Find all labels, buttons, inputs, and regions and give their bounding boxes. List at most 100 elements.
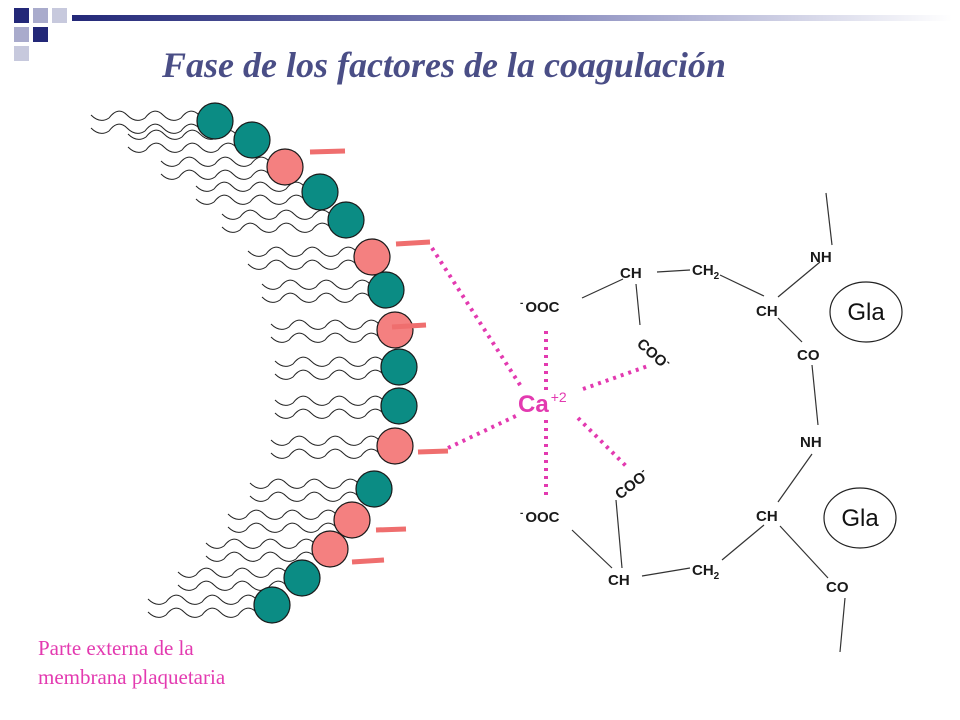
lipid-tail	[221, 222, 331, 233]
deco-square	[14, 27, 29, 42]
bond-line	[777, 453, 813, 503]
lipid-tail	[274, 395, 384, 406]
phospholipid-head-negative	[333, 501, 371, 539]
lipid-tail	[274, 408, 384, 419]
phospholipid-head-negative	[376, 311, 414, 349]
lipid-tails	[90, 110, 384, 618]
phospholipid-head-neutral	[367, 271, 405, 309]
carboxylate-upper-right: COO-	[633, 335, 673, 373]
lipid-tail	[270, 332, 380, 343]
deco-square	[33, 8, 48, 23]
gla-ellipse-upper	[829, 281, 903, 343]
negative-charge-marks	[309, 148, 449, 565]
negative-charge-mark	[375, 526, 407, 533]
bond-line	[635, 283, 641, 326]
negative-charge-mark	[391, 322, 427, 330]
deco-square	[14, 8, 29, 23]
residue-labels: NH CH CH2 CH CO NH CH CH2 CH CO -OOC -OO…	[520, 249, 849, 596]
residue-ch-right-top: CH	[756, 303, 778, 320]
bond-membrane-upper	[430, 246, 524, 390]
lipid-tail	[147, 594, 257, 605]
phospholipid-head-neutral	[196, 102, 234, 140]
deco-square	[52, 8, 67, 23]
lipid-tail	[177, 567, 287, 578]
residue-nh-top: NH	[810, 249, 832, 266]
phospholipid-head-neutral	[380, 348, 418, 386]
bond-line	[721, 524, 765, 561]
lipid-tail	[247, 259, 357, 270]
carboxylate-upper-left-charge: -	[520, 298, 523, 309]
lipid-tail	[147, 607, 257, 618]
lipid-tail	[249, 478, 359, 489]
phospholipid-head-neutral	[355, 470, 393, 508]
lipid-tail	[227, 509, 337, 520]
bond-line	[825, 192, 833, 246]
phospholipid-head-neutral	[233, 121, 271, 159]
negative-charge-mark	[351, 557, 385, 565]
bond-line	[641, 567, 691, 577]
lipid-tail	[195, 194, 305, 205]
gla-ellipse-lower	[823, 487, 897, 549]
residue-ch2-bottom-base: CH	[692, 562, 714, 579]
residue-ch-top: CH	[620, 265, 642, 282]
lipid-tail	[195, 181, 305, 192]
lipid-tail	[274, 356, 384, 367]
calcium-charge: +2	[551, 389, 567, 405]
lipid-tail	[90, 110, 200, 121]
phospholipid-head-negative	[311, 530, 349, 568]
carboxylate-upper-left-text: OOC	[525, 299, 559, 316]
lipid-tail	[261, 292, 371, 303]
calcium-symbol: Ca	[518, 391, 549, 418]
gla-label-lower: Gla	[841, 505, 879, 532]
membrane-caption-line-2: membrana plaquetaria	[38, 665, 226, 689]
carboxylate-lower-left: -OOC	[520, 508, 560, 526]
carboxylate-lower-right: COO-	[611, 466, 652, 503]
bond-line	[839, 597, 846, 653]
phospholipid-head-neutral	[301, 173, 339, 211]
residue-ch2-bottom-subscript: 2	[714, 571, 720, 582]
deco-gradient-bar	[72, 15, 952, 21]
gla-label-upper: Gla	[847, 299, 885, 326]
bond-line	[777, 317, 803, 343]
bond-membrane-lower	[447, 412, 521, 450]
lipid-tail	[90, 123, 200, 134]
residue-ch-right-bottom: CH	[756, 508, 778, 525]
residue-co-top: CO	[797, 347, 820, 364]
deco-square	[14, 46, 29, 61]
bond-coo-upper	[582, 364, 649, 391]
page-title: Fase de los factores de la coagulación	[162, 45, 726, 85]
residue-nh-mid: NH	[800, 434, 822, 451]
lipid-tail	[127, 142, 237, 153]
residue-ch2-top-subscript: 2	[714, 271, 720, 282]
bond-line	[656, 269, 691, 273]
membrane-caption: Parte externa de la membrana plaquetaria	[38, 634, 225, 692]
lipid-tail	[160, 156, 270, 167]
residue-ch2-top-base: CH	[692, 262, 714, 279]
carboxylate-upper-left: -OOC	[520, 298, 560, 316]
lipid-tail	[205, 538, 315, 549]
phospholipid-head-negative	[266, 148, 304, 186]
skeletal-bonds	[571, 192, 846, 653]
carboxylate-lower-right-charge: -	[638, 466, 647, 477]
coordination-bonds	[430, 246, 649, 498]
lipid-tail	[270, 319, 380, 330]
bond-line	[615, 499, 623, 569]
carboxylate-upper-right-charge: -	[663, 357, 673, 367]
deco-square	[33, 27, 48, 42]
lipid-tail	[221, 209, 331, 220]
phospholipid-heads	[196, 102, 418, 624]
residue-co-bottom: CO	[826, 579, 849, 596]
bond-line	[777, 261, 821, 298]
membrane-caption-line-1: Parte externa de la	[38, 636, 194, 660]
bond-coo-lower	[576, 416, 630, 470]
lipid-tail	[249, 491, 359, 502]
lipid-tail	[247, 246, 357, 257]
lipid-tail	[261, 279, 371, 290]
phospholipid-head-neutral	[380, 387, 418, 425]
phospholipid-head-neutral	[327, 201, 365, 239]
phospholipid-head-negative	[376, 427, 414, 465]
calcium-ion-label: Ca+2	[518, 389, 567, 418]
phospholipid-head-neutral	[253, 586, 291, 624]
bond-line	[779, 525, 829, 579]
